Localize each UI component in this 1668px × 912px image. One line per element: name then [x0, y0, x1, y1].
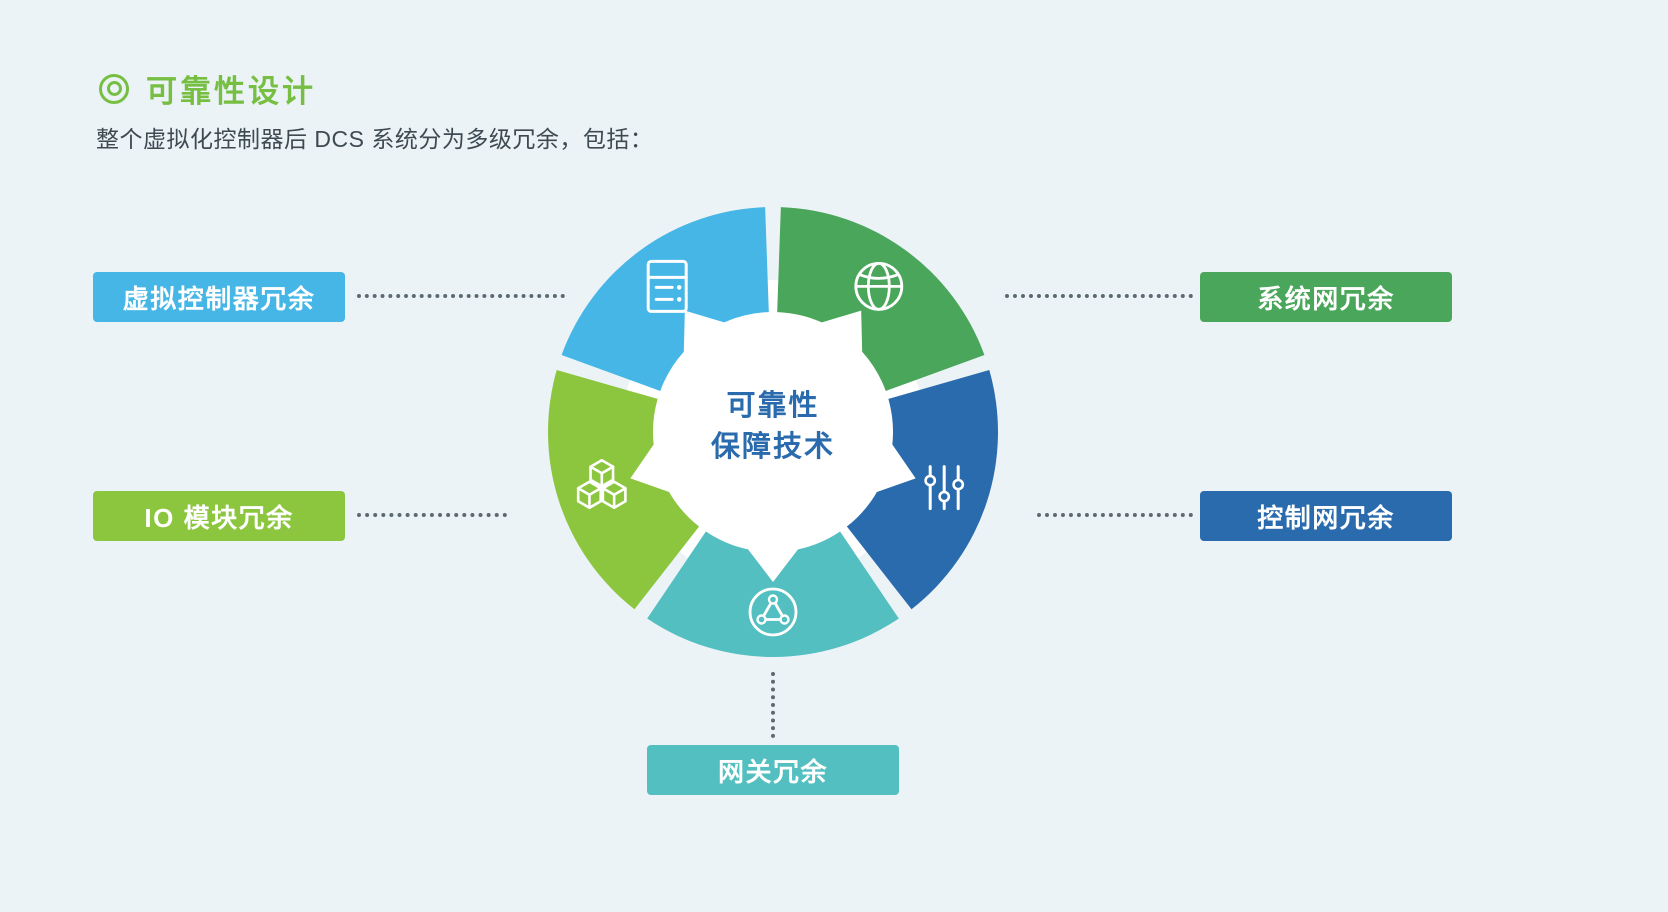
segment-gateway	[647, 531, 899, 657]
label-control-network-redundancy: 控制网冗余	[1200, 491, 1452, 541]
label-gateway-redundancy: 网关冗余	[647, 745, 899, 795]
connector-system-network	[1005, 294, 1193, 298]
donut-center-disc	[621, 280, 925, 584]
sliders-icon	[924, 465, 965, 511]
segment-control-network	[846, 369, 998, 610]
center-label-line1: 可靠性	[726, 390, 820, 422]
connector-control-network	[1037, 513, 1193, 517]
label-io-module-redundancy: IO 模块冗余	[93, 491, 345, 541]
subtitle: 整个虚拟化控制器后 DCS 系统分为多级冗余，包括：	[96, 126, 654, 152]
connector-io-module	[357, 513, 507, 517]
label-virtual-controller-redundancy: 虚拟控制器冗余	[93, 272, 345, 322]
center-label-line2: 保障技术	[710, 431, 835, 463]
donut-center-label: 可靠性 保障技术	[663, 386, 883, 468]
server-icon	[646, 259, 688, 313]
connector-virtual-controller	[357, 294, 565, 298]
page-title: 可靠性设计	[146, 74, 316, 109]
double-circle-icon	[99, 73, 129, 104]
segment-system-network	[777, 207, 985, 391]
connector-gateway	[771, 672, 775, 738]
label-system-network-redundancy: 系统网冗余	[1200, 272, 1452, 322]
network-icon	[748, 587, 798, 637]
double-circle-icon-inner	[106, 81, 122, 96]
redundancy-donut-diagram	[548, 207, 998, 657]
cubes-icon	[576, 459, 627, 510]
globe-icon	[854, 262, 904, 311]
section-header: 可靠性设计	[99, 66, 316, 111]
